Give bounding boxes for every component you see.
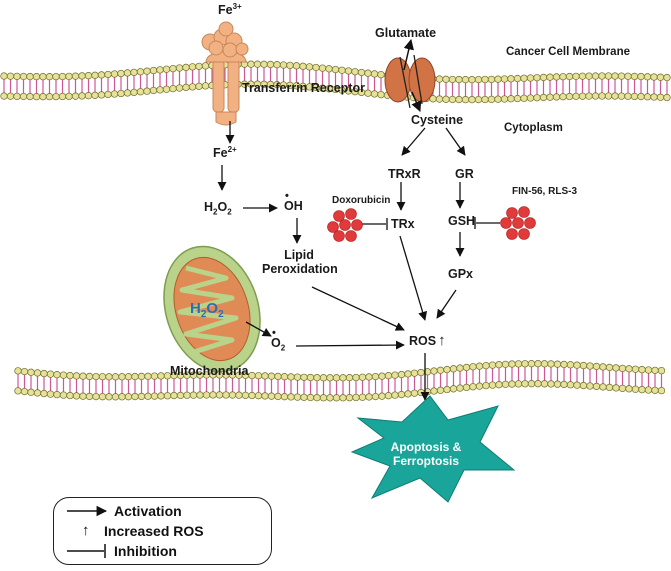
superoxide-label: O•2 [271, 327, 286, 353]
trx-label: TRx [391, 217, 415, 231]
fin56-rls3-label: FIN-56, RLS-3 [512, 186, 578, 197]
transferrin-receptor-label: Transferrin Receptor [242, 81, 365, 95]
doxorubicin-label: Doxorubicin [332, 195, 391, 206]
legend-inhibition-label: Inhibition [114, 543, 177, 559]
mitochondrion-icon [163, 245, 261, 373]
cytoplasm-label: Cytoplasm [504, 122, 563, 134]
cysteine-label: Cysteine [411, 113, 464, 127]
hydroxyl-radical-label: OH• [284, 190, 303, 213]
glutamate-cysteine-antiporter-icon [384, 38, 436, 112]
gpx-label: GPx [448, 267, 474, 281]
legend-activation-label: Activation [114, 503, 182, 519]
trxr-label: TRxR [388, 167, 421, 181]
h2o2-label: H2O2 [204, 200, 232, 217]
legend-increased-ros-symbol: ↑ [82, 522, 90, 539]
apoptosis-star-icon [350, 395, 516, 503]
activation-arrows [217, 121, 466, 401]
glutamate-label: Glutamate [375, 26, 437, 40]
transferrin-receptor-icon [201, 21, 249, 126]
legend-symbols [67, 505, 108, 558]
inhibition-lines [362, 217, 500, 230]
apoptosis-ferroptosis-label: Apoptosis &Ferroptosis [390, 440, 462, 468]
gsh-label: GSH [448, 214, 476, 228]
inhibitor-cluster-icon [500, 206, 536, 240]
cancer-cell-membrane-bottom [14, 360, 666, 402]
ros-label: ROS↑ [409, 332, 446, 349]
mitochondria-label: Mitochondria [170, 364, 249, 378]
legend [53, 497, 272, 565]
fe2-label: Fe2+ [213, 145, 237, 161]
legend-increased-ros-label: Increased ROS [104, 523, 204, 539]
mitochondrial-h2o2-label: H2O2 [190, 300, 224, 320]
gr-label: GR [455, 167, 474, 181]
cancer-cell-membrane-label: Cancer Cell Membrane [506, 46, 630, 58]
inhibitor-cluster-icon [327, 208, 363, 242]
fe3-label: Fe3+ [218, 2, 242, 18]
